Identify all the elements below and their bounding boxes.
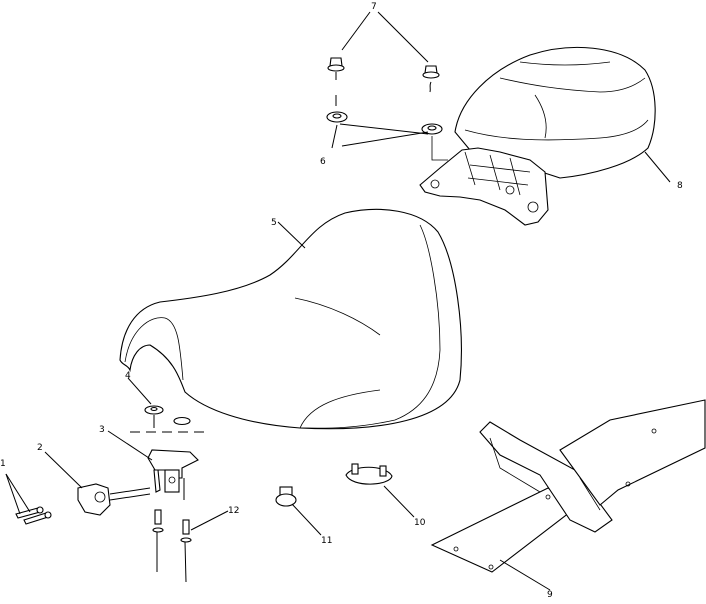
callout-7: 7 — [371, 2, 377, 12]
callout-8: 8 — [677, 181, 683, 191]
washer-right — [421, 123, 443, 135]
seat-hinge-bracket — [147, 449, 199, 500]
callout-6: 6 — [320, 157, 326, 167]
callout-10: 10 — [414, 518, 426, 528]
callouts: 7 6 8 5 4 3 2 1 12 11 10 9 — [0, 2, 683, 600]
callout-4: 4 — [125, 371, 131, 381]
grommet-pair — [130, 405, 210, 433]
pin-left — [152, 509, 164, 572]
pin-right — [180, 519, 192, 583]
bolt-right — [422, 65, 440, 93]
callout-1: 1 — [0, 459, 6, 469]
passenger-seat-bracket — [419, 147, 549, 226]
mounting-tab — [345, 463, 393, 485]
bolt-left — [327, 57, 345, 106]
leader-lines — [5, 11, 671, 591]
rubber-bumper — [275, 486, 297, 507]
callout-12: 12 — [228, 506, 239, 516]
callout-5: 5 — [271, 218, 277, 228]
screw-pair — [15, 506, 52, 525]
callout-3: 3 — [99, 425, 105, 435]
assembly-line-washer — [431, 136, 448, 161]
seat-mount-bracket — [430, 399, 706, 573]
callout-9: 9 — [547, 590, 553, 599]
seat-latch — [77, 483, 151, 516]
passenger-seat — [454, 46, 656, 179]
washer-left — [326, 111, 348, 123]
callout-2: 2 — [37, 443, 43, 453]
main-seat — [119, 208, 462, 430]
callout-11: 11 — [321, 536, 332, 546]
